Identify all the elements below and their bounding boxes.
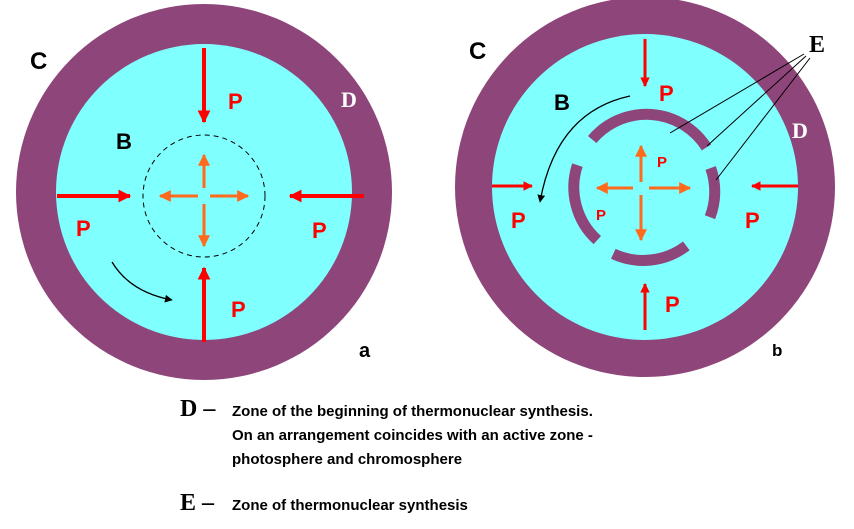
label-b-b: B (554, 90, 570, 115)
pressure-label-top-b: P (659, 81, 674, 106)
fusion-arc-bottom-b (610, 241, 690, 266)
legend-d-line-1: Zone of the beginning of thermonuclear s… (232, 403, 593, 420)
pressure-label-left-a: P (76, 216, 91, 241)
label-e-b: E (809, 32, 825, 58)
legend-d-line-2: On an arrangement coincides with an acti… (232, 427, 593, 444)
panel-letter-b: b (772, 341, 782, 360)
label-c-b: C (469, 38, 486, 65)
core-region-b (492, 34, 798, 340)
rotation-arrow-a (111, 261, 173, 303)
fusion-arc-right-b (704, 166, 721, 220)
legend-d-key: D – (180, 396, 216, 422)
rotation-arrow-b (537, 95, 631, 203)
legend-e-text: Zone of thermonuclear synthesis (232, 497, 468, 514)
panel-a: C D B P P P P a (16, 4, 392, 380)
label-c-a: C (30, 48, 47, 75)
pressure-label-inner-top-b: P (657, 154, 667, 171)
fusion-arc-left-b (568, 163, 602, 245)
pressure-label-right-b: P (745, 208, 760, 233)
panel-letter-a: a (359, 340, 371, 362)
pressure-label-bottom-b: P (665, 292, 680, 317)
pressure-label-top-a: P (228, 89, 243, 114)
label-e-pointers (669, 53, 811, 181)
fusion-arc-top-b (588, 108, 712, 151)
pressure-label-left-b: P (511, 208, 526, 233)
legend-e-key: E – (180, 490, 215, 516)
panel-b: C E D B P P P P P P b (455, 0, 835, 377)
label-d-b: D (792, 118, 808, 143)
label-b-a: B (116, 129, 132, 154)
core-region-a (56, 44, 352, 340)
pressure-label-right-a: P (312, 218, 327, 243)
pressure-label-bottom-a: P (231, 297, 246, 322)
inner-dashed-zone-a (142, 134, 266, 258)
fusion-zone-arcs-b (568, 108, 721, 266)
pressure-label-inner-left-b: P (596, 207, 606, 224)
label-d-a: D (341, 87, 357, 112)
legend-d-line-3: photosphere and chromosphere (232, 451, 463, 468)
